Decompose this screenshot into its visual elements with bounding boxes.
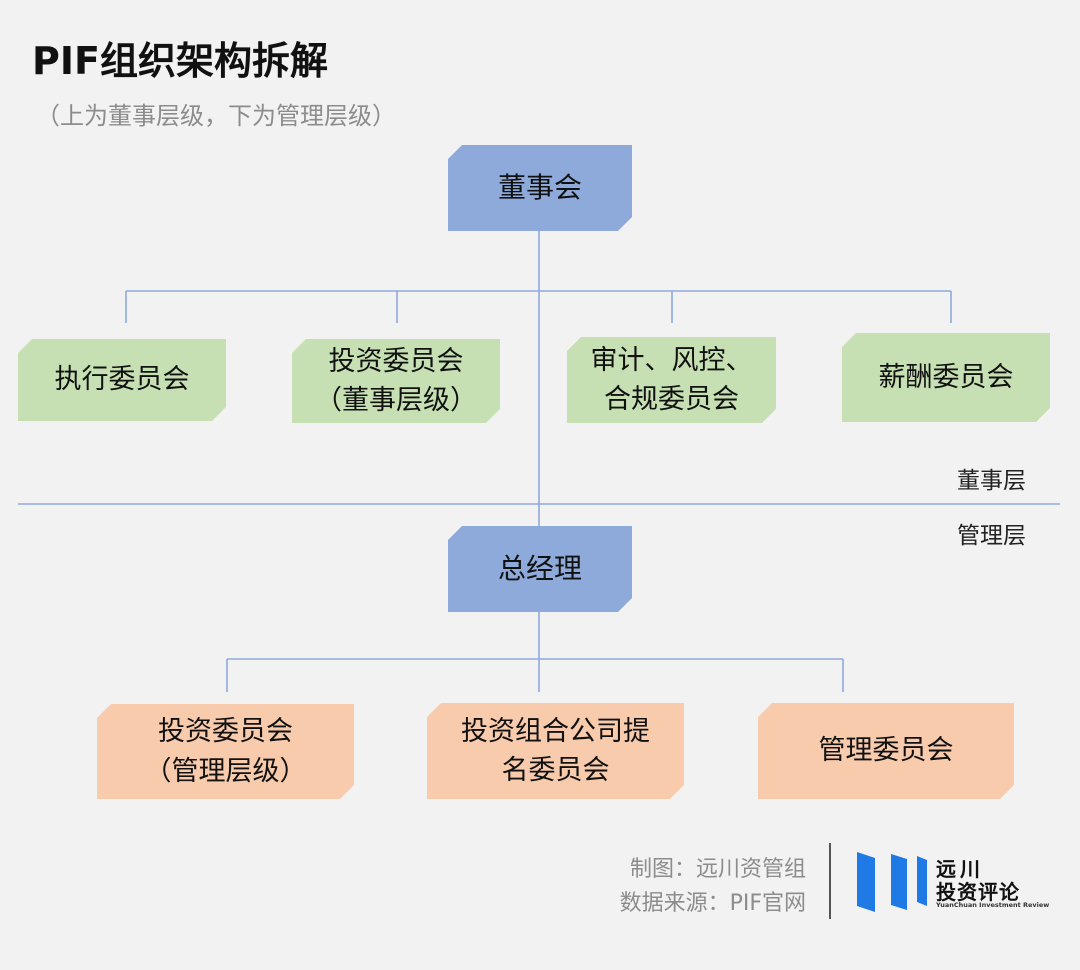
portfolio-nomination-committee-node: 投资组合公司提 名委员会 [427,703,684,799]
board-layer-label: 董事层 [957,468,1026,494]
general-manager-node: 总经理 [448,526,632,612]
page-subtitle: （上为董事层级，下为管理层级） [36,102,396,130]
logo-name-line2: 投资评论 [936,880,1020,904]
chart-credit: 制图：远川资管组 [629,857,806,882]
management-layer-label: 管理层 [957,523,1026,549]
investment-committee-board-node: 投资委员会 （董事层级） [292,339,500,423]
audit-risk-compliance-committee-node: 审计、风控、 合规委员会 [567,337,776,423]
page-title: PIF组织架构拆解 [32,39,328,83]
investment-committee-management-node: 投资委员会 （管理层级） [97,704,354,799]
board-node: 董事会 [448,145,632,231]
executive-committee-node: 执行委员会 [18,339,226,421]
footer-divider [829,843,831,919]
logo-name-line1: 远川 [936,857,984,881]
logo-bars-icon [857,852,927,912]
logo-english: YuanChuan Investment Review [936,901,1050,909]
data-source: 数据来源：PIF官网 [619,891,806,916]
management-committee-node: 管理委员会 [758,703,1014,799]
remuneration-committee-node: 薪酬委员会 [842,333,1050,422]
